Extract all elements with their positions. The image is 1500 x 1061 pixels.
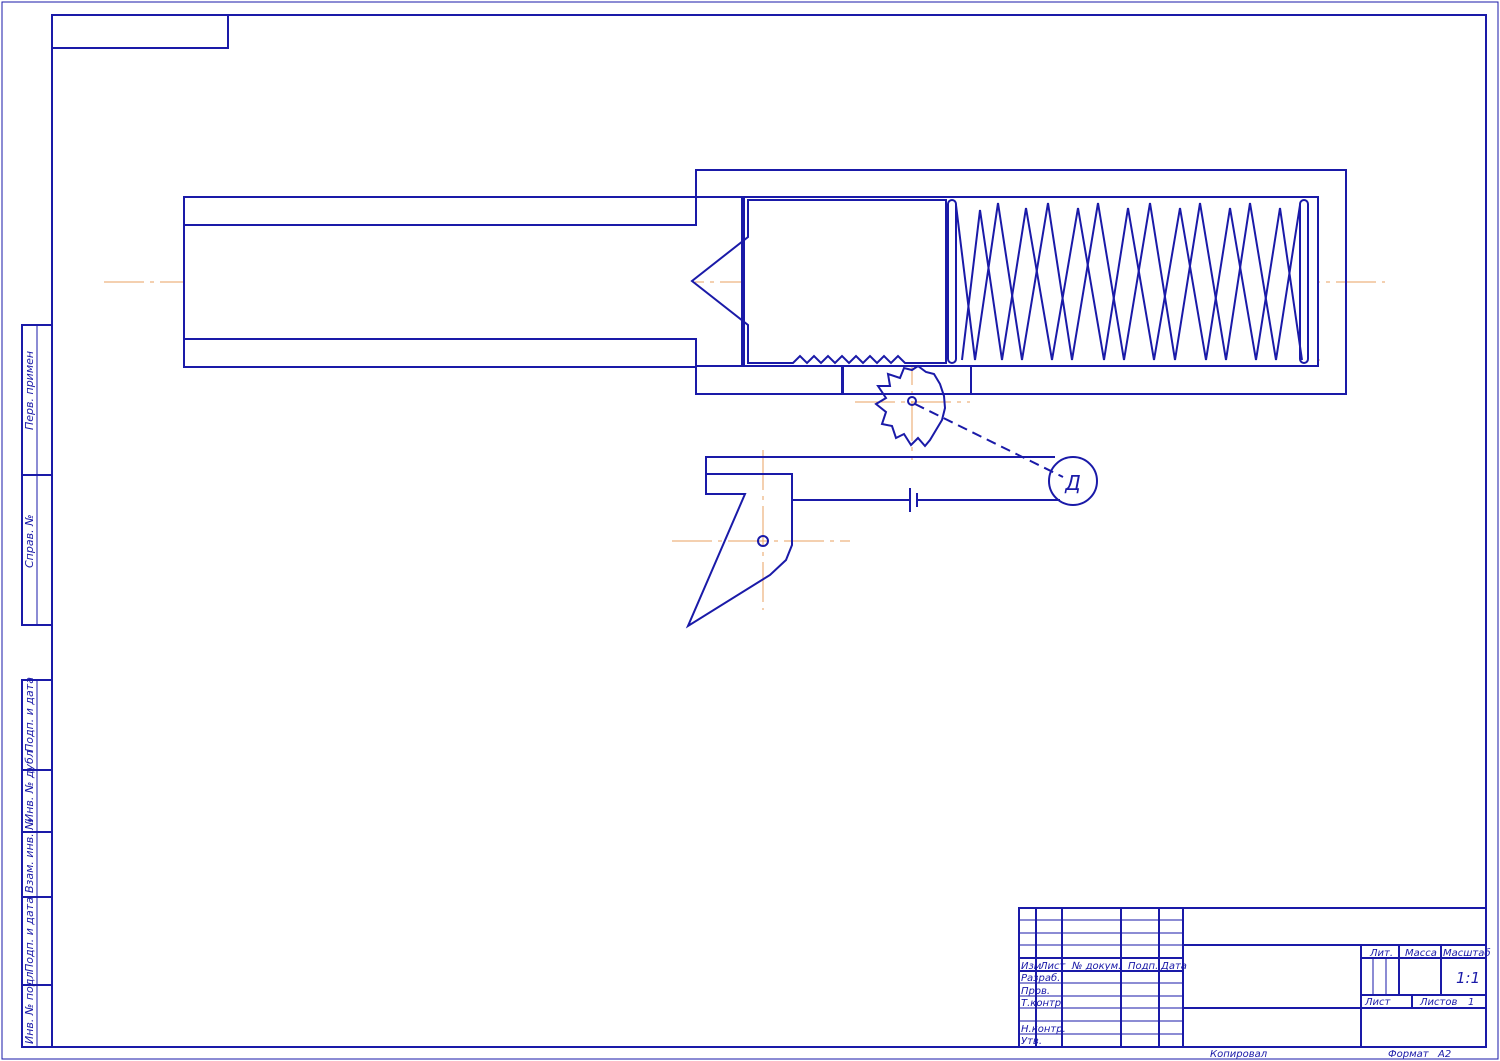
sheet-label: Лист xyxy=(1364,997,1392,1008)
vzam-inv-label: Взам. инв. № xyxy=(23,818,36,893)
t-kontr-label: Т.контр. xyxy=(1021,998,1064,1009)
prov-label: Пров. xyxy=(1021,986,1050,997)
data-label: Дата xyxy=(1160,961,1187,972)
list-col-label: Лист xyxy=(1039,961,1067,972)
razrab-label: Разраб. xyxy=(1021,972,1060,984)
format-value: A2 xyxy=(1437,1049,1451,1060)
motor: Д xyxy=(1048,456,1098,506)
inv-podl-label: Инв. № подл xyxy=(23,972,36,1044)
lever xyxy=(685,473,793,629)
spring xyxy=(947,199,1309,364)
scale-value: 1:1 xyxy=(1456,969,1480,987)
motor-label: Д xyxy=(1064,471,1081,495)
kopiroval-label: Копировал xyxy=(1210,1049,1268,1060)
cylinder-body xyxy=(183,169,1347,395)
izm-label: Изм xyxy=(1021,961,1042,972)
podp-label: Подп. xyxy=(1128,961,1158,972)
wiring xyxy=(705,456,1060,512)
format-label: Формат xyxy=(1388,1049,1430,1060)
masshtab-label: Масштаб xyxy=(1443,947,1491,959)
gear-motor-link xyxy=(914,403,1064,478)
top-left-box xyxy=(51,14,229,49)
utv-label: Утв. xyxy=(1021,1036,1042,1047)
sheets-value: 1 xyxy=(1468,997,1474,1008)
no-dokum-label: № докум. xyxy=(1071,961,1121,972)
sprav-no-label: Справ. № xyxy=(23,514,36,568)
piston xyxy=(690,199,947,365)
perv-primen-label: Перв. примен xyxy=(23,351,36,430)
lit-label: Лит. xyxy=(1369,948,1393,959)
podp-data-label-1: Подп. и дата xyxy=(23,677,36,752)
side-stamp: Перв. примен Справ. № Подп. и дата Инв. … xyxy=(21,324,53,1048)
n-kontr-label: Н.контр. xyxy=(1021,1024,1066,1035)
gear-sector xyxy=(874,364,947,448)
massa-label: Масса xyxy=(1405,948,1437,959)
podp-data-label-2: Подп. и дата xyxy=(23,897,36,972)
sheets-label: Листов xyxy=(1419,997,1457,1008)
inv-dubl-label: Инв. № дубл xyxy=(23,750,36,822)
title-block: Изм Лист № докум. Подп. Дата Разраб. Про… xyxy=(1018,907,1491,1048)
